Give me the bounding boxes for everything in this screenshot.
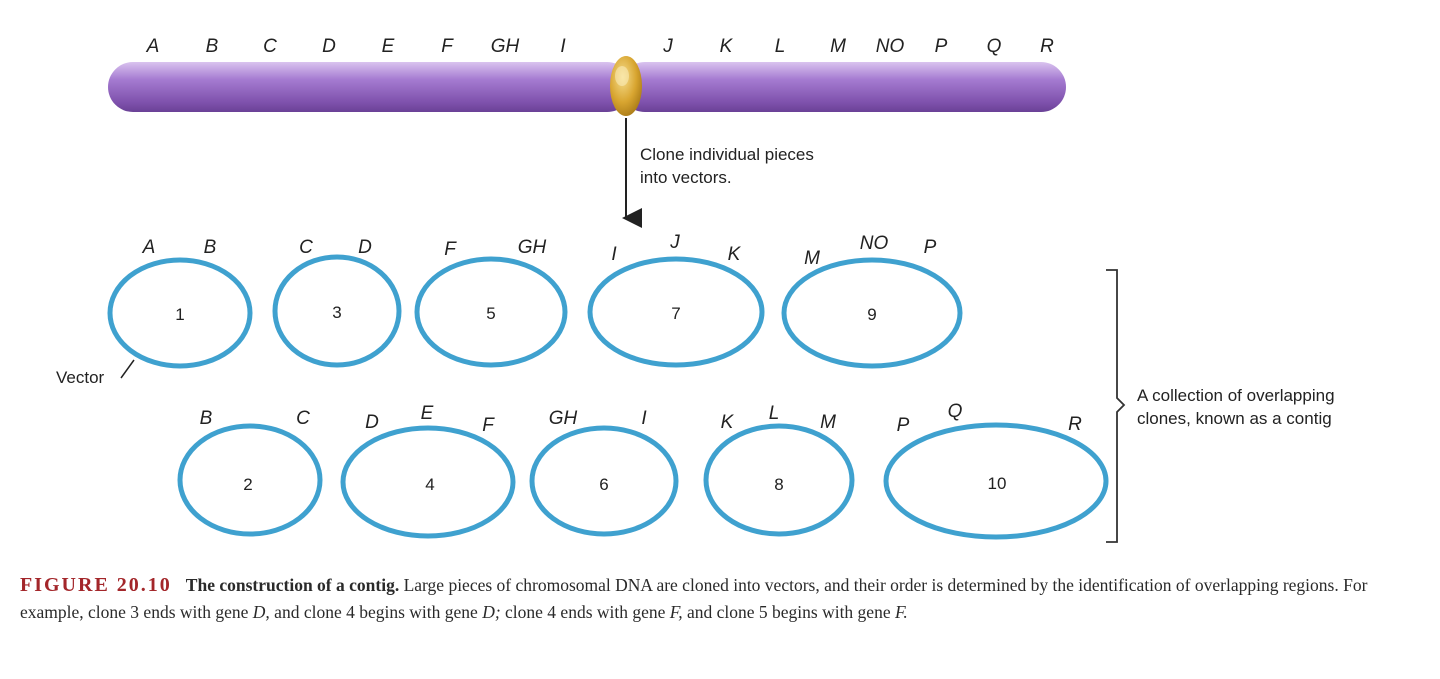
- caption-gene: D,: [252, 602, 270, 622]
- clone-number: 6: [599, 475, 608, 494]
- vector-label: Vector: [56, 368, 105, 387]
- chromosome-gene-label: M: [830, 36, 846, 57]
- vector-ring: [529, 425, 679, 537]
- chromosome: [108, 56, 1066, 116]
- figure-label: FIGURE 20.10: [20, 574, 172, 596]
- clone-gene-label: R: [1068, 414, 1082, 435]
- chromosome-right-arm: [620, 62, 1066, 112]
- clone-gene-label: D: [358, 237, 372, 258]
- clone-9: 9 M NO P: [781, 233, 963, 369]
- centromere-highlight: [615, 66, 629, 86]
- clone-gene-label: K: [721, 412, 735, 433]
- clone-number: 2: [243, 475, 252, 494]
- chromosome-gene-label: NO: [876, 36, 905, 57]
- clone-number: 8: [774, 475, 783, 494]
- caption-text: clone 4 ends with gene: [500, 602, 670, 622]
- clone-gene-label: J: [669, 232, 680, 253]
- clone-gene-label: NO: [860, 233, 889, 254]
- clone-gene-label: F: [444, 239, 457, 260]
- chromosome-gene-label: I: [560, 36, 566, 57]
- clone-gene-label: M: [804, 248, 820, 269]
- centromere: [610, 56, 642, 116]
- caption-gene: D;: [482, 602, 501, 622]
- clone-number: 9: [867, 305, 876, 324]
- clone-gene-label: I: [611, 244, 617, 265]
- clone-gene-label: I: [641, 408, 647, 429]
- chromosome-gene-labels: A B C D E F GH I J K L M NO P Q R: [146, 36, 1054, 57]
- chromosome-gene-label: GH: [491, 36, 520, 57]
- clone-number: 10: [988, 474, 1007, 493]
- figure-title: The construction of a contig.: [185, 575, 400, 595]
- chromosome-gene-label: Q: [987, 36, 1002, 57]
- arrow-label-line-1: Clone individual pieces: [640, 145, 814, 164]
- clone-gene-label: D: [365, 412, 379, 433]
- clone-number: 5: [486, 304, 495, 323]
- clone-8: 8 K L M: [703, 403, 855, 537]
- caption-text: and clone 5 begins with gene: [682, 602, 895, 622]
- chromosome-gene-label: P: [935, 36, 948, 57]
- contig-label-line-1: A collection of overlapping: [1137, 386, 1335, 405]
- caption-gene: F,: [669, 602, 683, 622]
- arrow-label-line-2: into vectors.: [640, 168, 732, 187]
- caption-text: Large pieces of chromosomal DNA are clon…: [20, 575, 1368, 622]
- clone-gene-label: M: [820, 412, 836, 433]
- vector-ring: [272, 254, 402, 368]
- clone-gene-label: F: [482, 415, 495, 436]
- figure-caption: FIGURE 20.10 The construction of a contig…: [20, 572, 1420, 626]
- vector-ring: [107, 257, 253, 369]
- clone-gene-label: A: [142, 237, 156, 258]
- clone-gene-label: GH: [549, 408, 578, 429]
- chromosome-gene-label: F: [441, 36, 454, 57]
- clone-4: 4 D E F: [340, 403, 516, 539]
- clone-gene-label: GH: [518, 237, 547, 258]
- contig-label-line-2: clones, known as a contig: [1137, 409, 1332, 428]
- clone-6: 6 GH I: [529, 408, 679, 537]
- clone-1: 1 A B: [107, 237, 253, 369]
- vector-ring: [883, 422, 1109, 540]
- clone-7: 7 I J K: [587, 232, 765, 368]
- chromosome-gene-label: B: [206, 36, 219, 57]
- contig-diagram: A B C D E F GH I J K L M NO P Q R Clone …: [56, 36, 1335, 543]
- vector-ring: [340, 425, 516, 539]
- clone-gene-label: B: [204, 237, 217, 258]
- clone-5: 5 F GH: [414, 237, 568, 368]
- clone-gene-label: C: [299, 237, 313, 258]
- clone-gene-label: B: [200, 408, 213, 429]
- caption-gene: F.: [894, 602, 908, 622]
- vector-ring: [414, 256, 568, 368]
- clone-2: 2 B C: [177, 408, 323, 537]
- chromosome-left-arm: [108, 62, 632, 112]
- contig-bracket: [1106, 269, 1126, 543]
- clone-number: 7: [671, 304, 680, 323]
- clone-gene-label: E: [421, 403, 434, 424]
- vector-pointer: [120, 359, 135, 379]
- clone-number: 1: [175, 305, 184, 324]
- clone-10: 10 P Q R: [883, 401, 1109, 540]
- clone-gene-label: K: [728, 244, 742, 265]
- chromosome-gene-label: J: [662, 36, 673, 57]
- clone-gene-label: P: [897, 415, 910, 436]
- vector-ring: [781, 257, 963, 369]
- vector-ring: [177, 423, 323, 537]
- chromosome-gene-label: R: [1040, 36, 1054, 57]
- clone-gene-label: L: [769, 403, 780, 424]
- chromosome-gene-label: C: [263, 36, 277, 57]
- clone-gene-label: Q: [948, 401, 963, 422]
- clone-3: 3 C D: [272, 237, 402, 368]
- caption-text: and clone 4 begins with gene: [269, 602, 483, 622]
- clone-number: 4: [425, 475, 434, 494]
- chromosome-gene-label: L: [775, 36, 786, 57]
- vector-ring: [703, 423, 855, 537]
- clone-gene-label: C: [296, 408, 310, 429]
- chromosome-gene-label: K: [720, 36, 734, 57]
- clone-number: 3: [332, 303, 341, 322]
- chromosome-gene-label: E: [382, 36, 395, 57]
- chromosome-gene-label: D: [322, 36, 336, 57]
- vector-ring: [587, 256, 765, 368]
- clone-gene-label: P: [924, 237, 937, 258]
- chromosome-gene-label: A: [146, 36, 160, 57]
